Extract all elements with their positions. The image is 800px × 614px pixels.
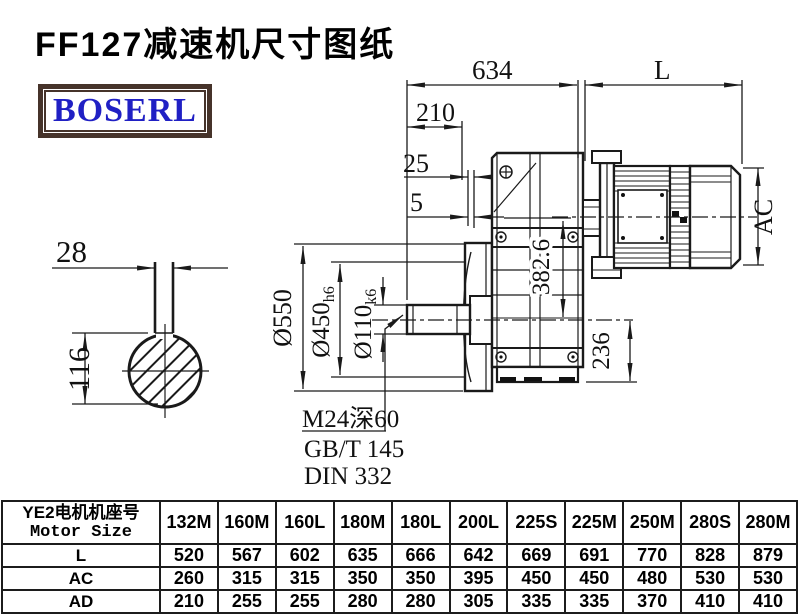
table-cell: 350	[390, 566, 451, 591]
table-cell: 828	[680, 543, 741, 568]
table-cell: 260	[159, 566, 219, 591]
dim-label-550: Ø550	[268, 289, 297, 347]
table-cell: 335	[564, 589, 625, 614]
table-cell: 370	[622, 589, 683, 614]
table-cell: 480	[622, 566, 683, 591]
table-cell: 520	[159, 543, 219, 568]
table-cell: 410	[738, 589, 798, 614]
dim-label-210: 210	[416, 98, 455, 127]
dim-label-382.6: 382.6	[528, 239, 555, 295]
dim-label-L: L	[654, 55, 671, 85]
table-cell: 280	[390, 589, 451, 614]
page-title: FF127减速机尺寸图纸	[35, 26, 396, 64]
table-cell: 280	[332, 589, 393, 614]
table-cell: 255	[216, 589, 277, 614]
table-cell: 315	[216, 566, 277, 591]
table-header-cell: YE2电机机座号 Motor Size	[1, 500, 161, 545]
dim-flange-od: Ø550	[268, 243, 464, 392]
motor-lifting-lug	[591, 150, 622, 164]
gearbox-side-view	[405, 151, 585, 393]
shaft-tap-note: M24深60 GB/T 145 DIN 332	[302, 314, 404, 490]
table-cell: 669	[506, 543, 567, 568]
table-header-cn: YE2电机机座号	[22, 502, 140, 522]
table-cell: 879	[738, 543, 798, 568]
table-col-header: 160L	[274, 500, 335, 545]
table-cell: 635	[332, 543, 393, 568]
dim-label-116: 116	[63, 347, 96, 391]
table-col-header: 225S	[506, 500, 567, 545]
table-cell: 410	[680, 589, 741, 614]
dim-shaft-dia: Ø110k6	[350, 277, 406, 362]
dim-label-5: 5	[410, 188, 423, 217]
dim-motor-diameter: AC	[743, 167, 778, 266]
table-cell: 395	[448, 566, 509, 591]
table-row-label: AD	[1, 589, 161, 614]
table-col-header: 280M	[738, 500, 798, 545]
table-cell: 210	[159, 589, 219, 614]
table-cell: 305	[448, 589, 509, 614]
dim-label-25: 25	[403, 149, 429, 178]
table-col-header: 280S	[680, 500, 741, 545]
table-cell: 530	[680, 566, 741, 591]
note-tap: M24深60	[302, 405, 399, 433]
table-col-header: 250M	[622, 500, 683, 545]
table-cell: 602	[274, 543, 335, 568]
dim-motor-length: L	[584, 55, 743, 164]
dim-label-28: 28	[56, 234, 87, 269]
table-cell: 666	[390, 543, 451, 568]
dim-label-110k6: Ø110k6	[350, 289, 380, 360]
bolt-icon	[495, 231, 507, 243]
note-std1: GB/T 145	[304, 436, 404, 463]
motor	[582, 150, 742, 279]
bolt-icon	[495, 351, 507, 363]
dim-flange-spigot: Ø450h6	[308, 261, 464, 378]
dim-total-length: 634	[406, 55, 579, 300]
dim-382-6: 382.6	[504, 217, 571, 317]
table-col-header: 180L	[390, 500, 451, 545]
dim-5: 5	[407, 188, 504, 220]
note-std2: DIN 332	[304, 463, 392, 490]
shaft-bore-section-view: 28 116	[52, 234, 228, 418]
table-row-label: L	[1, 543, 161, 568]
table-col-header: 160M	[216, 500, 277, 545]
brand-logo-text: BOSERL	[44, 90, 206, 132]
dim-label-AC: AC	[749, 199, 778, 235]
bolt-icon	[567, 231, 579, 243]
table-cell: 770	[622, 543, 683, 568]
table-cell: 350	[332, 566, 393, 591]
table-cell: 255	[274, 589, 335, 614]
dim-210: 210	[407, 98, 463, 180]
table-row-label: AC	[1, 566, 161, 591]
table-cell: 567	[216, 543, 277, 568]
brand-logo: BOSERL	[38, 84, 212, 138]
dim-label-634: 634	[472, 55, 513, 85]
bolt-icon	[567, 351, 579, 363]
table-cell: 450	[564, 566, 625, 591]
motor-size-table: YE2电机机座号 Motor Size 132M 160M 160L 180M …	[1, 500, 798, 614]
dim-keyway-depth: 116	[63, 332, 158, 405]
table-cell: 642	[448, 543, 509, 568]
table-col-header: 200L	[448, 500, 509, 545]
table-col-header: 132M	[159, 500, 219, 545]
dim-label-236: 236	[588, 332, 615, 370]
table-cell: 450	[506, 566, 567, 591]
dim-236: 236	[586, 321, 637, 383]
table-cell: 315	[274, 566, 335, 591]
table-cell: 335	[506, 589, 567, 614]
dim-label-450h6: Ø450h6	[308, 286, 338, 358]
oil-plug-icon	[499, 165, 513, 179]
table-header-en: Motor Size	[29, 522, 133, 542]
table-cell: 691	[564, 543, 625, 568]
table-col-header: 180M	[332, 500, 393, 545]
dim-keyway-width: 28	[52, 234, 228, 271]
table-cell: 530	[738, 566, 798, 591]
table-col-header: 225M	[564, 500, 625, 545]
